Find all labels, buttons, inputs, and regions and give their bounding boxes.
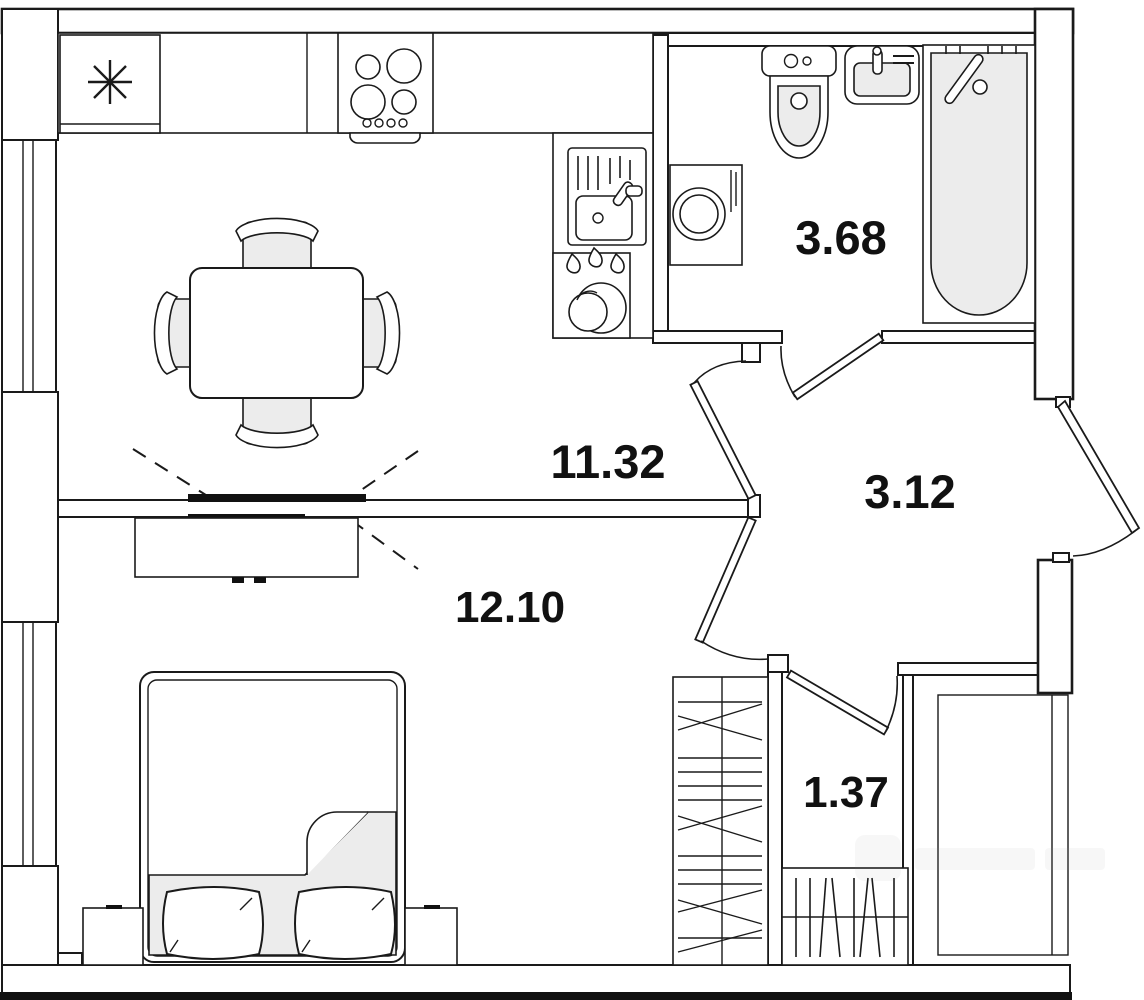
toilet (761, 45, 837, 159)
dining-set (153, 217, 401, 449)
wall-living-bedroom (57, 499, 758, 518)
wall-right-lower (1036, 558, 1074, 695)
building-core-block (937, 694, 1069, 956)
water-drop-icon (588, 246, 603, 268)
washbasin (844, 45, 920, 105)
plate-rim (576, 290, 598, 301)
basin-marks (893, 55, 914, 64)
bed (139, 671, 406, 963)
hob-handle (349, 132, 421, 144)
chair-bottom (235, 385, 319, 449)
tub-faucet (944, 53, 984, 105)
label-bathroom-area: 3.68 (795, 211, 886, 264)
refrigerator-icon (88, 60, 132, 104)
wall-left-pier-mid (1, 391, 59, 623)
walls (0, 7, 1075, 1000)
label-closet-area: 1.37 (803, 768, 889, 817)
dish-rack (552, 246, 631, 339)
wall-right-upper (1033, 7, 1075, 401)
window-living (1, 140, 57, 392)
label-kitchen-living-area: 11.32 (550, 435, 665, 488)
shoe-rack (781, 867, 909, 966)
room-labels: 11.32 3.68 3.12 12.10 1.37 (455, 211, 956, 817)
wall-closet-door-jamb-left (767, 654, 789, 673)
door-entrance (1056, 399, 1141, 557)
basin-faucet (872, 46, 883, 75)
refrigerator (59, 34, 161, 134)
pillow-right (294, 886, 396, 960)
sink-basin (575, 195, 633, 241)
window-bedroom (1, 622, 57, 866)
wall-closet-north (897, 662, 1039, 676)
watermark (855, 835, 1105, 881)
wall-stub-kitchen-door (741, 342, 761, 363)
hob (337, 32, 434, 144)
wall-bottom (1, 964, 1071, 994)
wardrobe (672, 676, 769, 966)
wall-left-pier-bottom (1, 865, 59, 971)
tv-viewing-line (350, 450, 419, 498)
tv-console (134, 517, 359, 583)
wall-bathroom-south-left (652, 330, 783, 344)
chair-top (235, 217, 319, 281)
tv-viewing-line (132, 448, 210, 498)
shoe-rack-hatch (795, 877, 895, 958)
draining-board (577, 156, 631, 190)
wall-bathroom-south-right (881, 330, 1036, 344)
wall-top-bathroom (652, 32, 1036, 47)
kitchen-sink (567, 147, 647, 246)
wall-closet-west (767, 654, 783, 966)
door-bathroom (780, 332, 885, 401)
hob-knobs (362, 118, 408, 128)
water-drop-icon (566, 252, 581, 274)
tub-deck-ticks (945, 46, 1017, 54)
label-hallway-area: 3.12 (864, 465, 955, 518)
sink-drain (592, 212, 604, 224)
wall-bottom-outer-face (0, 992, 1072, 1000)
blanket-fold (306, 811, 368, 875)
label-bedroom-area: 12.10 (455, 583, 565, 632)
wall-bathroom-west (652, 34, 669, 332)
entrance-jamb-bottom (1052, 552, 1070, 563)
door-closet (785, 669, 899, 736)
wardrobe-hatch (677, 701, 763, 953)
dining-table (189, 267, 364, 399)
wall-top (0, 7, 1075, 35)
pillow-left (162, 886, 264, 960)
tv-living (188, 494, 366, 502)
plate-icon (568, 292, 608, 332)
door-kitchen-hallway (689, 360, 757, 501)
tub-drain (972, 79, 988, 95)
nightstand-right (404, 905, 458, 966)
water-drop-icon (610, 252, 625, 274)
nightstand-left (82, 905, 144, 966)
bathtub (922, 44, 1036, 324)
door-bedroom-hallway (694, 516, 769, 661)
tv-zone (132, 448, 419, 583)
washing-machine (669, 164, 743, 266)
wall-left-pier-top (1, 8, 59, 141)
tv-viewing-line (350, 519, 419, 570)
sink-faucet (612, 181, 643, 207)
